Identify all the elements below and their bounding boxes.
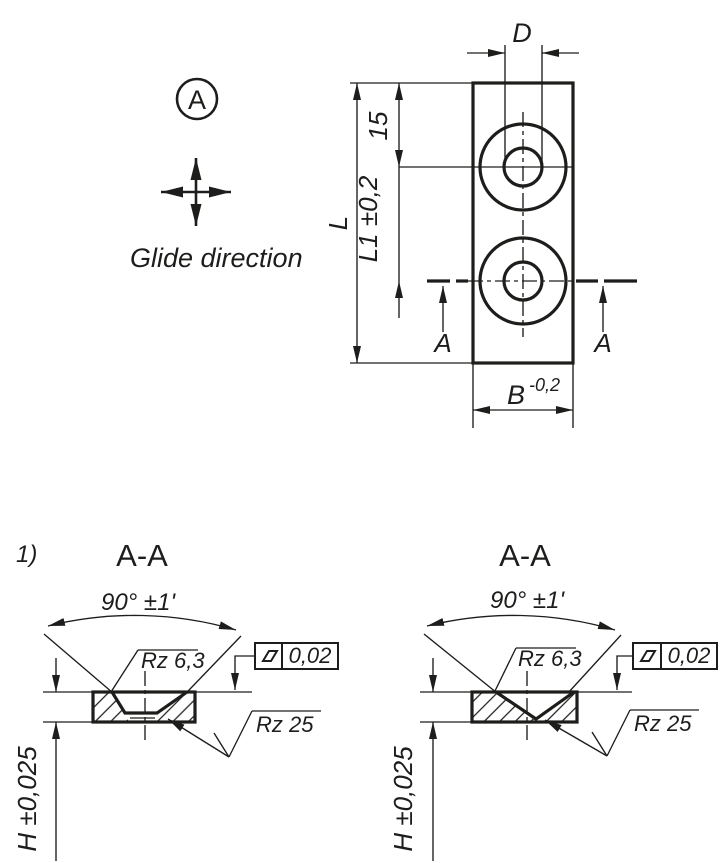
flatness-value: 0,02	[668, 643, 711, 668]
section-arrow-left-label: A	[432, 328, 451, 358]
top-view: A A L 15 L1 ±0,2 D B -0,2	[323, 18, 637, 428]
flatness-symbol-icon	[261, 650, 279, 662]
groove-profile	[110, 690, 188, 715]
flatness-frame: 0,02	[231, 642, 339, 690]
flatness-leader	[231, 655, 255, 690]
flatness-frame: 0,02	[613, 642, 718, 690]
flatness-leader	[613, 655, 633, 690]
dim-15-label: 15	[363, 111, 393, 140]
flatness-value: 0,02	[289, 643, 332, 668]
view-a-circle	[175, 77, 219, 121]
angle-dim-label: 90° ±1'	[490, 587, 565, 614]
lower-hole-outer	[478, 236, 568, 326]
dim-l1-label: L1 ±0,2	[353, 175, 383, 262]
roughness-base-symbol	[544, 709, 699, 757]
section-title: A-A	[499, 538, 551, 573]
roughness-groove-symbol	[493, 647, 576, 694]
view-direction-legend: A Glide direction	[130, 77, 303, 273]
roughness-base-symbol	[167, 710, 321, 758]
section-title: A-A	[116, 538, 168, 573]
hatch-fill-right	[146, 692, 195, 722]
groove-flank-extension-left	[423, 633, 498, 694]
dim-l-label: L	[323, 216, 353, 230]
height-dim-label: H ±0,025	[388, 746, 418, 852]
section-body-outline	[470, 690, 579, 724]
roughness-groove-symbol	[110, 649, 198, 693]
groove-profile	[495, 690, 575, 721]
angle-dim-label: 90° ±1'	[101, 589, 176, 616]
roughness-base-label: Rz 25	[634, 711, 692, 736]
section-view-left: A-A 90° ±1' H ±0,025 Rz 6,3	[12, 538, 339, 861]
roughness-base-label: Rz 25	[256, 712, 314, 737]
hatch-fill	[472, 692, 577, 722]
flatness-symbol-icon	[639, 650, 657, 662]
section-body-outline	[91, 690, 197, 724]
dim-b-label: B	[507, 380, 525, 410]
dim-b-tolerance: -0,2	[529, 375, 560, 395]
height-dim-label: H ±0,025	[12, 746, 42, 852]
upper-hole-outer	[478, 122, 568, 212]
extension-lines	[350, 45, 574, 428]
section-view-right: A-A 90° ±1' H ±0,025 Rz 6,3 0	[388, 538, 718, 861]
upper-hole-inner	[502, 146, 544, 188]
view-a-label: A	[188, 85, 206, 115]
section-arrow-right-label: A	[592, 328, 611, 358]
hatch-fill-left	[93, 692, 129, 722]
lower-hole-inner	[502, 260, 544, 302]
glide-direction-cross	[161, 158, 231, 226]
note-marker: 1)	[16, 541, 37, 568]
angle-dim-arc	[47, 614, 237, 631]
angle-dim-arc	[426, 614, 616, 631]
part-outline	[471, 81, 575, 365]
roughness-groove-label: Rz 6,3	[141, 648, 205, 673]
dim-d-label: D	[512, 18, 532, 48]
roughness-groove-label: Rz 6,3	[518, 646, 582, 671]
glide-direction-label: Glide direction	[130, 243, 303, 273]
groove-flank-extension-left	[43, 633, 114, 694]
